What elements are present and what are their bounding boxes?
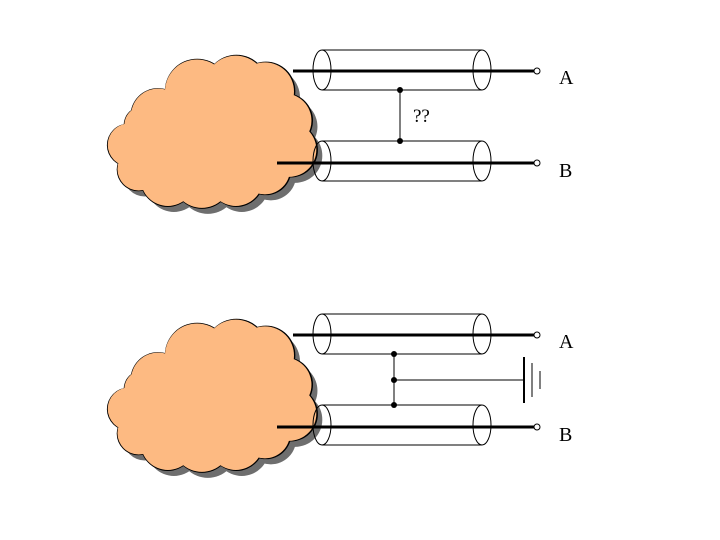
bottom-label-b: B — [559, 424, 572, 446]
top-terminal-b — [533, 159, 541, 167]
bottom-label-a: A — [559, 331, 574, 353]
top-shield-link — [397, 87, 403, 144]
bottom-terminal-b — [533, 423, 541, 431]
bottom-cable-a — [293, 313, 541, 355]
bottom-circuit: A B — [106, 313, 574, 478]
bottom-cable-b — [277, 404, 541, 446]
top-label-b: B — [559, 160, 572, 182]
top-cable-a — [293, 49, 541, 91]
top-circuit: ?? A B — [106, 49, 574, 214]
bottom-shield-link — [391, 351, 523, 408]
top-label-a: A — [559, 67, 574, 89]
bottom-cloud — [106, 318, 323, 478]
ground-icon — [523, 357, 541, 403]
unknown-connection-label: ?? — [413, 106, 430, 127]
top-cloud — [106, 54, 323, 214]
top-terminal-a — [533, 67, 541, 75]
bottom-terminal-a — [533, 331, 541, 339]
